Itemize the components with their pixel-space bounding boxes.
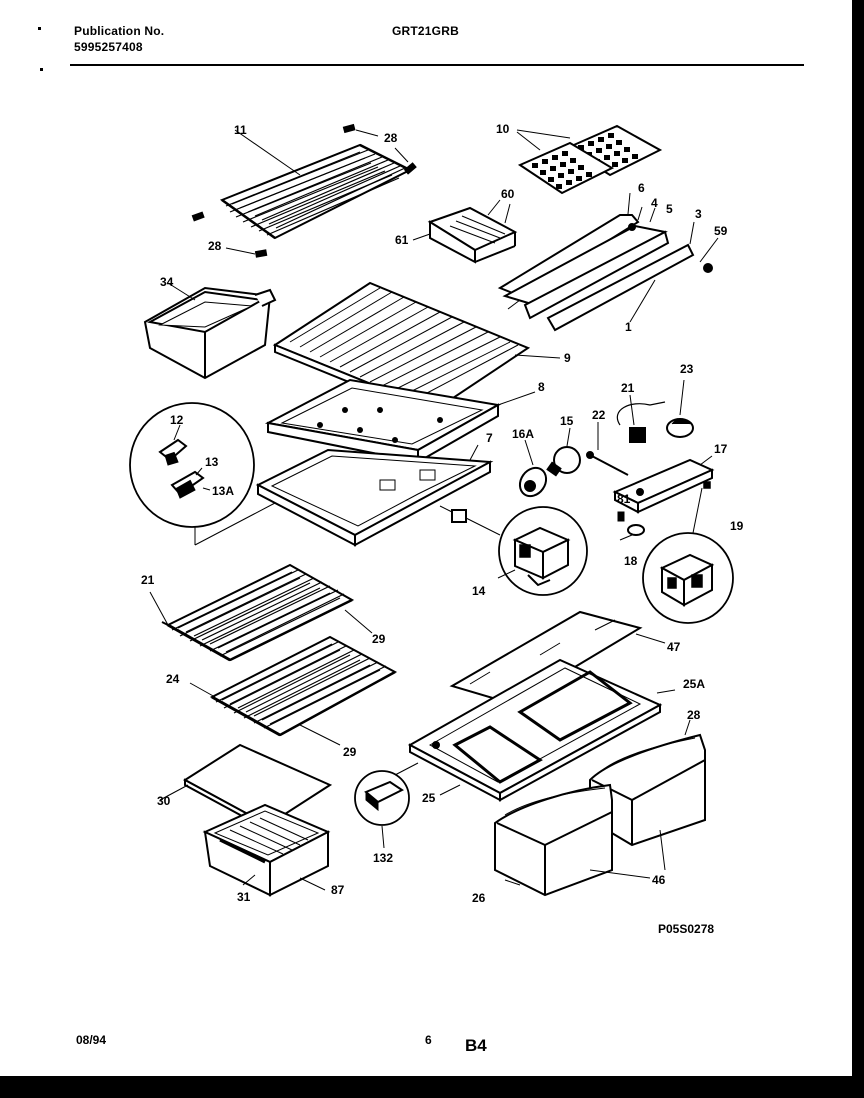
callout-label: 16A (512, 427, 534, 441)
callout-label: 28 (208, 239, 222, 253)
callout-label: 25A (683, 677, 705, 691)
callout-label: 25 (422, 791, 436, 805)
callout-label: 21 (621, 381, 635, 395)
light-socket (518, 439, 548, 498)
storage-bin (143, 282, 277, 380)
callout-label: 10 (496, 122, 510, 136)
callout-label: 11 (234, 123, 247, 137)
thermostat-control (586, 379, 694, 476)
callout-label: 59 (714, 224, 728, 238)
screw (617, 511, 625, 522)
ice-tray (517, 124, 663, 195)
control-housing (612, 455, 715, 514)
detail-circle-light-switch (642, 481, 734, 624)
shelf-rail (497, 192, 719, 332)
figure-code: P05S0278 (658, 922, 715, 936)
crisper-drawer-left (494, 783, 666, 897)
model-number: GRT21GRB (392, 24, 459, 38)
callout-label: 15 (560, 414, 574, 428)
callout-label: 21 (141, 573, 155, 587)
callout-label: 23 (680, 362, 694, 376)
callout-label: 29 (343, 745, 357, 759)
callout-label: 28 (384, 131, 398, 145)
footer-date: 08/94 (76, 1033, 107, 1047)
callout-label: 30 (157, 794, 171, 808)
grommet (627, 524, 645, 536)
callout-label: 13 (205, 455, 219, 469)
publication-label: Publication No. (74, 24, 165, 38)
callout-label: 46 (652, 873, 666, 887)
callout-label: 22 (592, 408, 606, 422)
callout-labels: 11 28 28 10 60 61 6 4 5 3 59 1 34 9 8 7 … (141, 122, 744, 905)
crisper-cover-frame (194, 444, 494, 547)
callout-label: 1 (625, 320, 632, 334)
ice-server (412, 199, 518, 264)
callout-label: 26 (472, 891, 486, 905)
callout-label: 60 (501, 187, 515, 201)
section-code: B4 (465, 1036, 487, 1055)
callout-label: 29 (372, 632, 386, 646)
callout-label: 47 (667, 640, 681, 654)
callout-label: 132 (373, 851, 393, 865)
shelf-frame (264, 378, 536, 464)
callout-label: 14 (472, 584, 486, 598)
callout-label: 87 (331, 883, 345, 897)
parts-diagram-page: Publication No. 5995257408 GRT21GRB (0, 0, 852, 1076)
detail-circle-shelf-clips (129, 402, 255, 528)
shelf-pin (191, 123, 417, 258)
callout-label: 4 (651, 196, 658, 210)
light-bulb (546, 427, 581, 477)
scan-speck (40, 68, 43, 71)
callout-label: 61 (395, 233, 409, 247)
callout-label: 8 (538, 380, 545, 394)
callout-label: 13A (212, 484, 234, 498)
wire-shelf-middle (149, 563, 373, 662)
callout-label: 81 (617, 492, 631, 506)
detail-circle-crisper-clip (354, 762, 419, 849)
wire-shelf-top (219, 129, 413, 240)
callout-label: 6 (638, 181, 645, 195)
callout-label: 9 (564, 351, 571, 365)
crisper-drawer-right (589, 719, 706, 847)
callout-label: 5 (666, 202, 673, 216)
callout-label: 18 (624, 554, 638, 568)
detail-circle-light-shield (439, 505, 588, 596)
wire-shelf-lower (189, 635, 398, 746)
callout-label: 34 (160, 275, 174, 289)
deli-drawer (202, 803, 331, 897)
callout-label: 24 (166, 672, 180, 686)
callout-label: 12 (170, 413, 184, 427)
callout-label: 28 (687, 708, 701, 722)
page-number: 6 (425, 1033, 432, 1047)
publication-number: 5995257408 (74, 40, 143, 54)
callout-label: 17 (714, 442, 728, 456)
scan-speck (38, 27, 41, 30)
header-rule (70, 64, 804, 66)
callout-label: 31 (237, 890, 251, 904)
callout-label: 7 (486, 431, 493, 445)
callout-label: 19 (730, 519, 744, 533)
exploded-parts-diagram: 11 28 28 10 60 61 6 4 5 3 59 1 34 9 8 7 … (129, 122, 744, 905)
crisper-frame (407, 658, 676, 802)
callout-label: 3 (695, 207, 702, 221)
